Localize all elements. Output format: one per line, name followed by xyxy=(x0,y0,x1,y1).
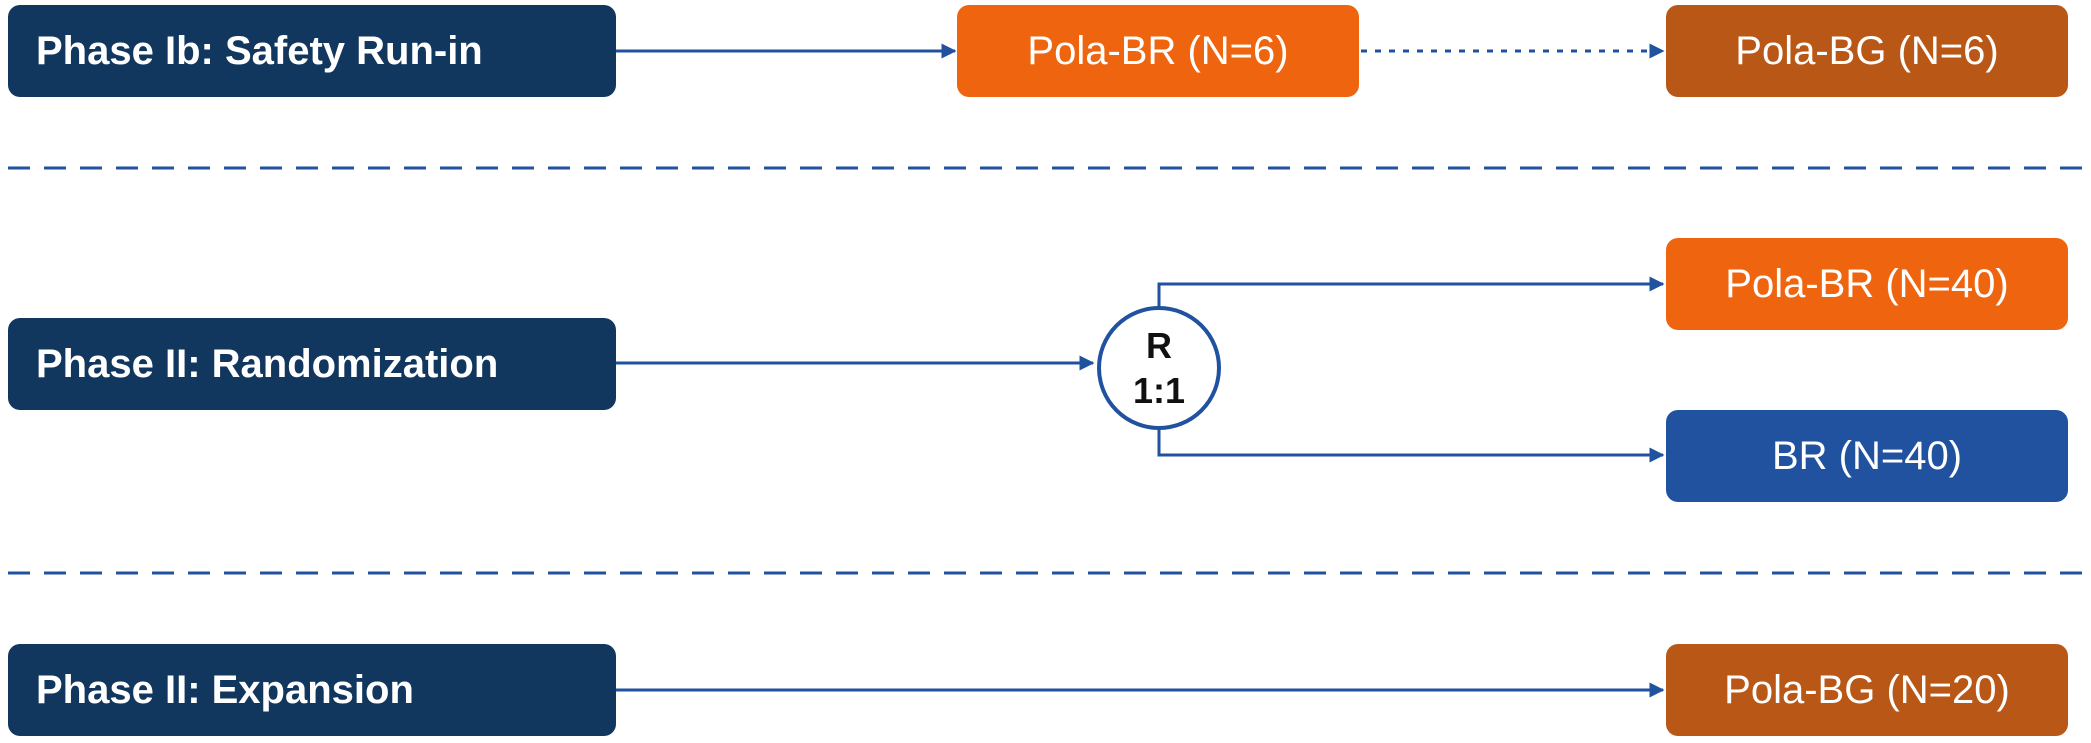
arrow-r-to-br-40 xyxy=(1157,430,1665,463)
br-n40-box: BR (N=40) xyxy=(1666,410,2068,502)
phase-ib-safety-run-in-box: Phase Ib: Safety Run-in xyxy=(8,5,616,97)
pola-bg-n6-box: Pola-BG (N=6) xyxy=(1666,5,2068,97)
randomization-node: R 1:1 xyxy=(1097,306,1221,430)
arrow-r-to-pola-br-40 xyxy=(1157,276,1665,322)
randomization-letter: R xyxy=(1146,325,1172,366)
pola-br-n6-box: Pola-BR (N=6) xyxy=(957,5,1359,97)
phase-ii-expansion-box: Phase II: Expansion xyxy=(8,644,616,736)
phase-ii-randomization-box: Phase II: Randomization xyxy=(8,318,616,410)
pola-br-n40-box: Pola-BR (N=40) xyxy=(1666,238,2068,330)
randomization-ratio: 1:1 xyxy=(1132,370,1186,411)
pola-bg-n20-box: Pola-BG (N=20) xyxy=(1666,644,2068,736)
